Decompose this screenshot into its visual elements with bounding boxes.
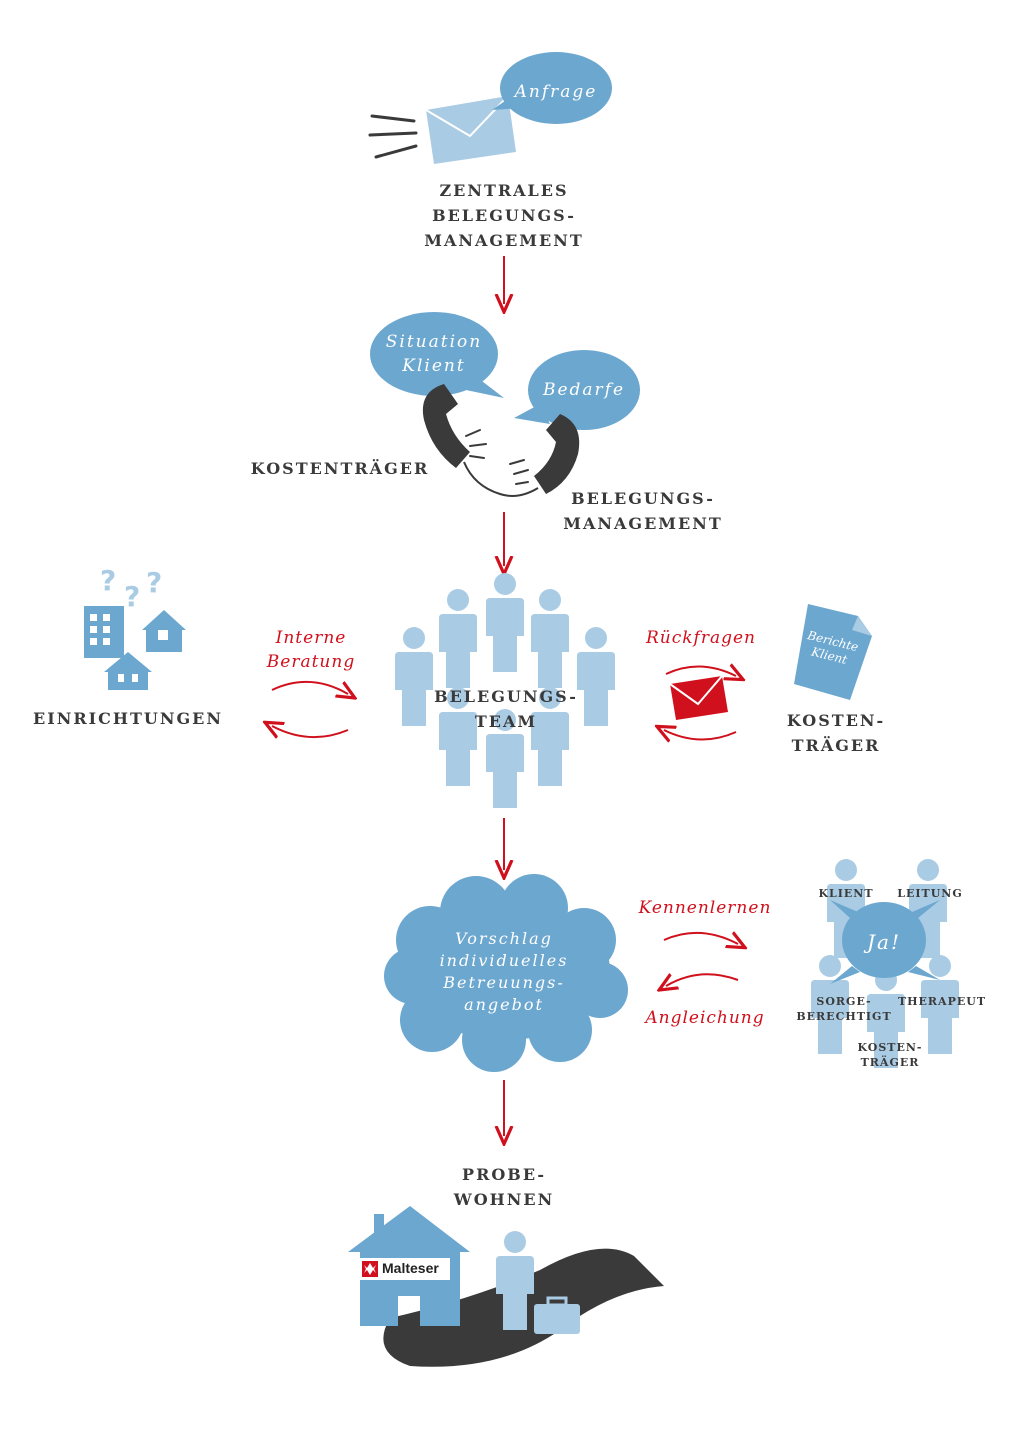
probewohnen-label: PROBE- WOHNEN bbox=[453, 1165, 555, 1209]
therapeut-person-label: THERAPEUT bbox=[897, 995, 987, 1008]
interne-beratung-label: Interne Beratung bbox=[266, 628, 356, 672]
suitcase-icon bbox=[534, 1296, 580, 1334]
anfrage-bubble-text: Anfrage bbox=[514, 82, 598, 102]
situation-speech-bubble bbox=[370, 312, 504, 398]
kostentraeger-label: KOSTENTRÄGER bbox=[250, 459, 430, 478]
angleichung-label: Angleichung bbox=[645, 1008, 765, 1028]
leitung-person-label: LEITUNG bbox=[897, 887, 963, 900]
zentrales-belegungsmanagement-label: ZENTRALES BELEGUNGS- MANAGEMENT bbox=[424, 181, 584, 250]
interne-beratung-arrows bbox=[272, 681, 348, 737]
malteser-brand-text: Malteser bbox=[382, 1260, 439, 1276]
rueckfragen-arrows bbox=[664, 666, 736, 739]
question-marks-icon: ? ? ? bbox=[100, 564, 162, 613]
malteser-logo bbox=[358, 1258, 450, 1280]
proposal-cloud-text: Vorschlag individuelles Betreuungs- ange… bbox=[439, 929, 569, 1014]
kennenlernen-label: Kennenlernen bbox=[638, 898, 772, 918]
anfrage-speech-bubble bbox=[492, 52, 612, 124]
belegungsteam-label: BELEGUNGS- TEAM bbox=[434, 687, 578, 731]
bedarfe-bubble-text: Bedarfe bbox=[542, 380, 626, 400]
einrichtungen-label: EINRICHTUNGEN bbox=[33, 709, 223, 728]
ja-speech-bubble bbox=[830, 900, 940, 984]
document-icon bbox=[794, 604, 872, 700]
kostentraeger-right-label: KOSTEN- TRÄGER bbox=[786, 711, 886, 755]
svg-text:?: ? bbox=[146, 566, 162, 599]
svg-text:?: ? bbox=[100, 564, 116, 597]
speed-lines-icon bbox=[368, 114, 418, 159]
red-envelope-icon bbox=[669, 675, 728, 720]
klient-person-label: KLIENT bbox=[818, 887, 874, 900]
ja-speech-text: Ja! bbox=[867, 930, 901, 954]
belegungsmanagement-label: BELEGUNGS- MANAGEMENT bbox=[563, 489, 723, 533]
bedarfe-speech-bubble bbox=[514, 350, 640, 430]
situation-klient-bubble-text: Situation Klient bbox=[385, 332, 483, 376]
kennenlernen-arrows bbox=[664, 933, 738, 986]
buildings-icon bbox=[84, 606, 186, 690]
kostentraeger-person-label: KOSTEN- TRÄGER bbox=[857, 1041, 923, 1069]
svg-text:?: ? bbox=[124, 580, 140, 613]
proposal-cloud bbox=[384, 874, 628, 1072]
telephone-handset-icon bbox=[422, 384, 580, 497]
rueckfragen-label: Rückfragen bbox=[645, 628, 757, 648]
sorgeberechtigt-person-label: SORGE- BERECHTIGT bbox=[796, 995, 892, 1023]
